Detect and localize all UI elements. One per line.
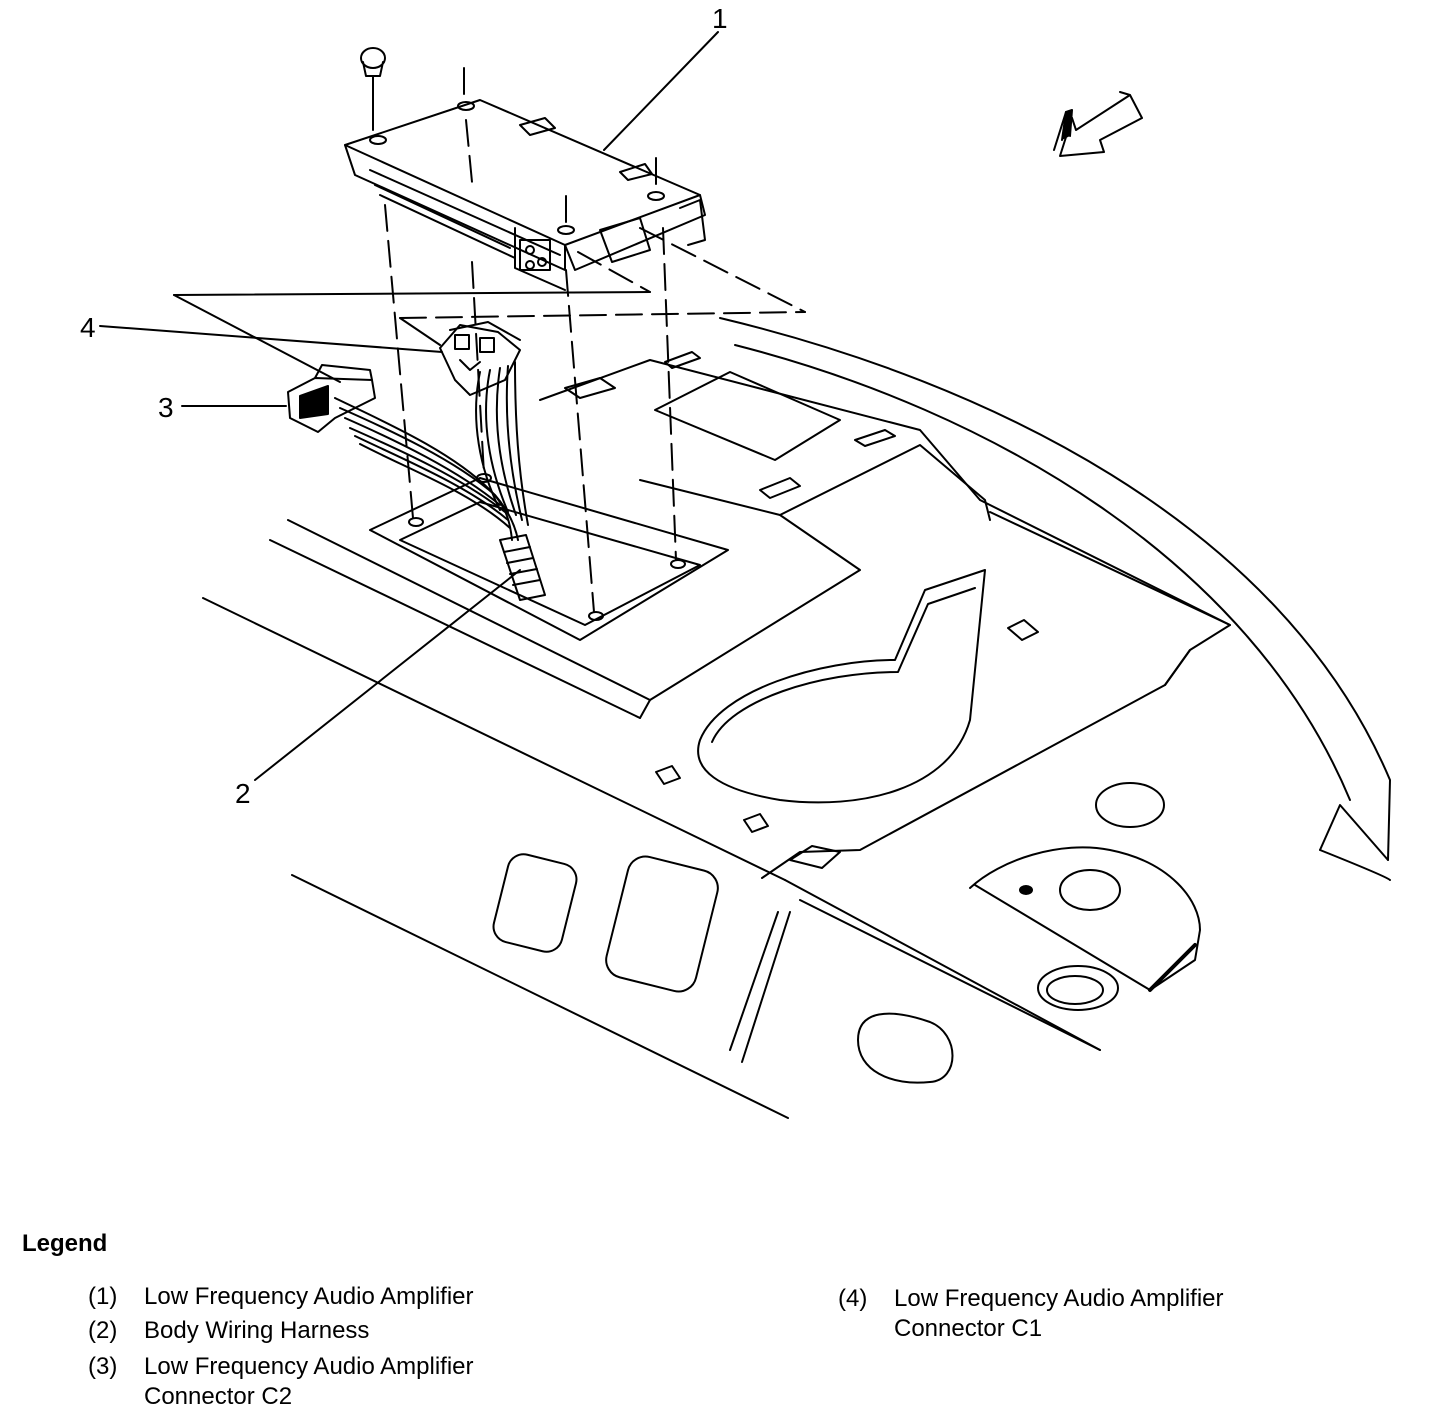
callout-1-label: 1 — [712, 3, 728, 34]
legend-item-1: (1) Low Frequency Audio Amplifier — [88, 1282, 548, 1314]
legend-item-label: Low Frequency Audio Amplifier — [894, 1285, 1224, 1312]
callout-3: 3 — [158, 392, 287, 423]
alignment-lines — [384, 67, 806, 613]
connector-c2 — [287, 364, 376, 433]
connector-leader-lines — [173, 291, 651, 383]
legend-item-label-line2: Connector C1 — [894, 1315, 1043, 1342]
direction-arrow-icon — [1053, 91, 1143, 157]
callout-2: 2 — [235, 569, 521, 809]
body-wiring-harness — [334, 361, 546, 601]
amplifier-installation-diagram: 1 4 3 2 — [80, 3, 1391, 1119]
callout-3-label: 3 — [158, 392, 174, 423]
connector-c1 — [439, 321, 521, 396]
legend-item-2: (2) Body Wiring Harness — [88, 1316, 548, 1348]
callout-4-label: 4 — [80, 312, 96, 343]
legend-title: Legend — [22, 1230, 108, 1257]
push-pin-fastener-icon — [360, 47, 386, 131]
callout-2-label: 2 — [235, 778, 251, 809]
legend-item-number: (1) — [88, 1283, 118, 1310]
low-frequency-audio-amplifier — [344, 99, 706, 291]
legend-item-number: (2) — [88, 1317, 118, 1344]
legend-item-3: (3) Low Frequency Audio Amplifier Connec… — [88, 1352, 548, 1416]
callout-1: 1 — [603, 3, 728, 151]
legend-item-label-line2: Connector C2 — [144, 1383, 293, 1410]
legend-item-4: (4) Low Frequency Audio Amplifier Connec… — [838, 1284, 1298, 1348]
rear-shelf-panel — [202, 317, 1391, 1119]
legend-item-number: (3) — [88, 1353, 118, 1380]
legend-item-label: Low Frequency Audio Amplifier — [144, 1283, 474, 1310]
callout-4: 4 — [80, 312, 443, 353]
legend-item-label: Body Wiring Harness — [144, 1317, 370, 1344]
legend-item-label: Low Frequency Audio Amplifier — [144, 1353, 474, 1380]
legend-item-number: (4) — [838, 1285, 868, 1312]
